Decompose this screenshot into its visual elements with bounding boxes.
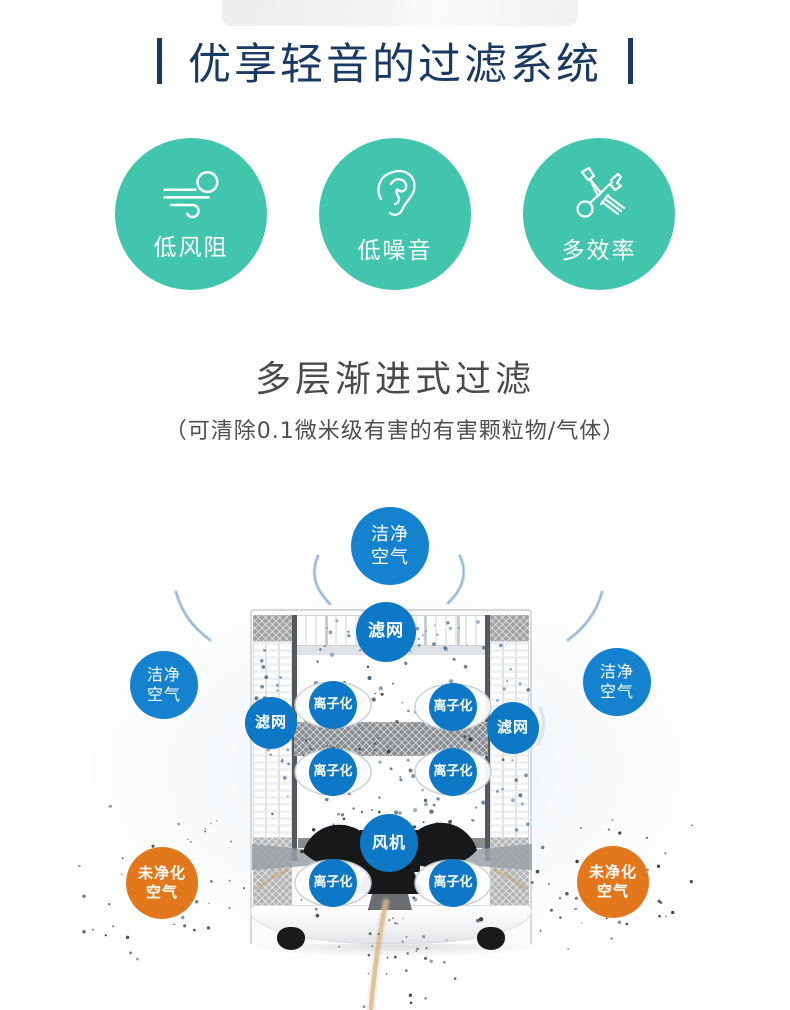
feature-label: 低噪音	[357, 237, 433, 264]
page-title: 优享轻音的过滤系统	[188, 40, 602, 90]
ionizer-badge-2: 离子化	[429, 683, 477, 731]
clean-air-badge-top: 洁净 空气	[351, 507, 429, 585]
ionizer-badge-6: 离子化	[429, 859, 477, 907]
feature-label: 低风阻	[153, 234, 229, 261]
filter-badge-left: 滤网	[245, 697, 297, 749]
unpurified-air-badge-left: 未净化 空气	[126, 847, 198, 919]
wind-icon	[156, 167, 226, 219]
feature-label: 多效率	[561, 237, 637, 264]
ionizer-badge-4: 离子化	[429, 748, 477, 796]
ionizer-badge-5: 离子化	[309, 859, 357, 907]
section-header: 优享轻音的过滤系统	[0, 30, 790, 92]
machine-lower-band-left	[253, 838, 292, 911]
title-bar-right	[628, 38, 633, 84]
unpurified-air-badge-right: 未净化 空气	[577, 846, 649, 918]
fan-badge: 风机	[360, 814, 418, 872]
machine-lower-band-right	[490, 838, 529, 911]
ear-icon	[367, 164, 423, 222]
feature-circle-low-wind-resistance: 低风阻	[115, 138, 267, 290]
machine-top-corner-right	[490, 615, 529, 641]
feature-circles: 低风阻 低噪音	[0, 138, 790, 290]
machine-top-corner-left	[253, 615, 292, 641]
filtration-subheading: （可清除0.1微米级有害的有害颗粒物/气体）	[164, 419, 626, 444]
clean-air-badge-right: 洁净 空气	[583, 648, 651, 716]
feature-circle-multi-efficiency: 多效率	[523, 138, 675, 290]
filter-badge-right: 滤网	[487, 702, 539, 754]
filter-badge-top: 滤网	[356, 602, 416, 662]
feature-circle-low-noise: 低噪音	[319, 138, 471, 290]
machine-wheel-right	[477, 927, 505, 950]
previous-section-remnant	[222, 0, 578, 26]
filtration-heading-block: 多层渐进式过滤 （可清除0.1微米级有害的有害颗粒物/气体）	[0, 350, 790, 445]
ionizer-badge-1: 离子化	[309, 681, 357, 729]
tools-icon	[568, 164, 630, 222]
clean-air-badge-left: 洁净 空气	[130, 651, 198, 719]
ionizer-badge-3: 离子化	[309, 748, 357, 796]
title-bar-left	[157, 38, 162, 84]
machine-wheel-left	[277, 927, 305, 950]
filtration-heading: 多层渐进式过滤	[254, 359, 535, 400]
